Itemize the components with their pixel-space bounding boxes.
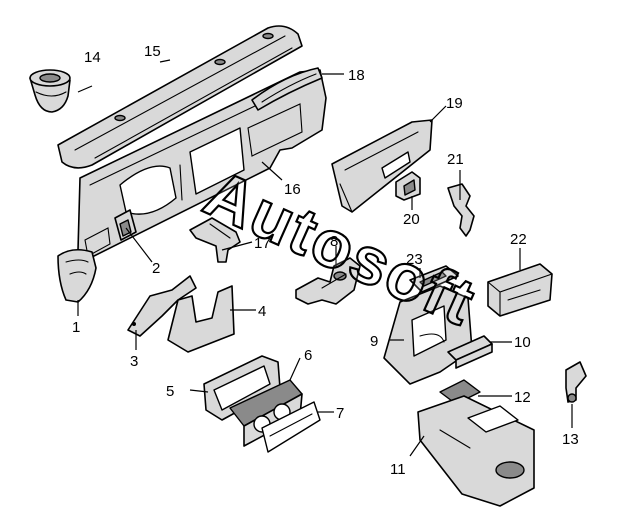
callout-19: 19: [446, 95, 463, 112]
part-4-u-bezel: [167, 285, 235, 353]
callout-13: 13: [562, 431, 579, 448]
callout-5: 5: [166, 383, 174, 400]
callout-6: 6: [304, 347, 312, 364]
part-22-radio-box: [487, 263, 553, 317]
part-17-bracket: [189, 217, 241, 263]
part-8-mechanism: [295, 257, 361, 305]
callout-2: 2: [152, 260, 160, 277]
callout-10: 10: [514, 334, 531, 351]
callout-23: 23: [406, 251, 423, 268]
part-13-hook: [565, 361, 587, 403]
part-20-latch: [395, 171, 421, 201]
part-3-left-bracket: [127, 275, 197, 337]
callout-8: 8: [330, 233, 338, 250]
part-19-glove-box: [331, 119, 433, 213]
part-7-lens: [261, 401, 321, 453]
callout-7: 7: [336, 405, 344, 422]
leader-lines: [77, 59, 573, 457]
callout-14: 14: [84, 49, 101, 66]
part-11-floor-console: [417, 395, 535, 507]
callout-1: 1: [72, 319, 80, 336]
part-21-hook: [447, 183, 475, 237]
callout-18: 18: [348, 67, 365, 84]
part-6-gauge-cluster: [229, 379, 303, 447]
part-23-switch-panel: [409, 265, 459, 293]
callout-9: 9: [370, 333, 378, 350]
callout-20: 20: [403, 211, 420, 228]
part-15-top-trim: [57, 25, 303, 169]
callout-22: 22: [510, 231, 527, 248]
callout-17: 17: [254, 235, 271, 252]
part-10-slot-module: [447, 335, 493, 369]
callout-12: 12: [514, 389, 531, 406]
callout-labels: 14 15 18 19 16 21 20 2 17 8 22 23 1 4 9 …: [72, 43, 579, 478]
part-14-cap: [29, 69, 71, 113]
part-16-dashboard-panel: [77, 69, 327, 259]
callout-4: 4: [258, 303, 266, 320]
callout-15: 15: [144, 43, 161, 60]
callout-11: 11: [390, 461, 406, 478]
part-18-top-cover: [251, 67, 323, 111]
callout-16: 16: [284, 181, 301, 198]
part-1-side-cover: [57, 248, 97, 303]
callout-3: 3: [130, 353, 138, 370]
part-9-console: [383, 285, 473, 385]
callout-21: 21: [447, 151, 464, 168]
part-2-switch: [114, 209, 137, 241]
